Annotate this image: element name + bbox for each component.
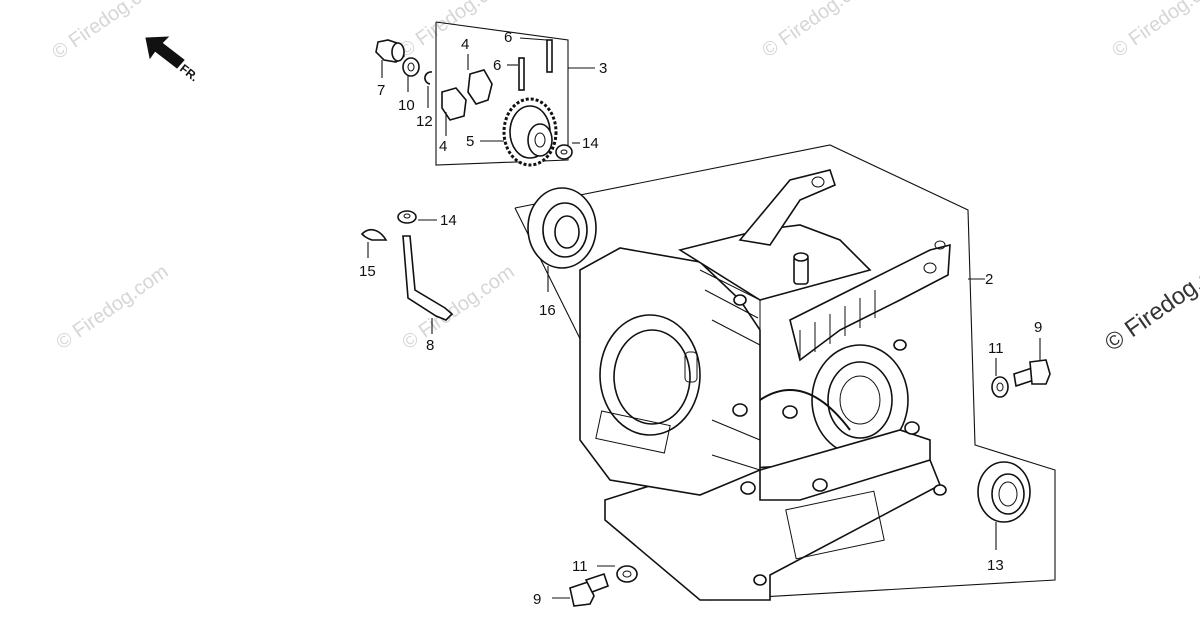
watermark-top-center: © Firedog.com xyxy=(395,0,515,62)
callout-6-lower: 6 xyxy=(493,57,501,74)
governor-holder-part-lower xyxy=(441,87,467,136)
oil-seal-part xyxy=(977,461,1031,550)
r-clip-part xyxy=(360,228,388,258)
callout-15: 15 xyxy=(359,263,376,280)
front-direction-arrow-icon: FR. xyxy=(145,36,201,84)
callout-16: 16 xyxy=(539,302,556,319)
governor-arm-shaft-part xyxy=(402,235,454,334)
sealing-washer-part-bottom xyxy=(597,565,638,583)
front-direction-label: FR. xyxy=(177,61,201,84)
callout-9-bottom: 9 xyxy=(533,591,541,608)
callout-6-upper: 6 xyxy=(504,29,512,46)
watermark-top-right-1: © Firedog.com xyxy=(758,0,878,62)
washer-part-upper xyxy=(555,142,580,160)
callout-10: 10 xyxy=(398,97,415,114)
callout-9-right: 9 xyxy=(1034,319,1042,336)
callout-4-upper: 4 xyxy=(461,36,469,53)
watermark-mid-right: © Firedog.com xyxy=(1100,244,1200,357)
callout-4-lower: 4 xyxy=(439,138,447,155)
callout-11-bottom: 11 xyxy=(572,558,588,575)
thrust-washer-part xyxy=(402,57,420,92)
callout-11-right: 11 xyxy=(988,340,1004,357)
sealing-washer-part-right xyxy=(991,358,1009,398)
ball-bearing-part xyxy=(527,187,597,292)
governor-gear-part xyxy=(480,97,558,167)
callout-13: 13 xyxy=(987,557,1004,574)
watermark-top-right-2: © Firedog.com xyxy=(1108,0,1200,62)
watermark-mid-left: © Firedog.com xyxy=(52,261,172,354)
circlip-part xyxy=(424,71,433,108)
washer-part-lower xyxy=(397,210,437,224)
crankcase-part xyxy=(579,169,951,601)
governor-slider-part xyxy=(375,39,405,78)
callout-7: 7 xyxy=(377,82,385,99)
governor-assembly-bracket xyxy=(435,21,595,166)
flange-bolt-part-right xyxy=(1013,338,1051,388)
callout-5: 5 xyxy=(466,133,474,150)
callout-14-lower: 14 xyxy=(440,212,457,229)
watermark-mid-center: © Firedog.com xyxy=(398,261,518,354)
governor-holder-part-upper xyxy=(467,54,493,105)
flange-bolt-part-bottom xyxy=(552,572,610,607)
callout-12: 12 xyxy=(416,113,433,130)
callout-8: 8 xyxy=(426,337,434,354)
callout-2: 2 xyxy=(985,271,993,288)
callout-14-upper: 14 xyxy=(582,135,599,152)
callout-3: 3 xyxy=(599,60,607,77)
governor-pin-part xyxy=(507,37,553,91)
